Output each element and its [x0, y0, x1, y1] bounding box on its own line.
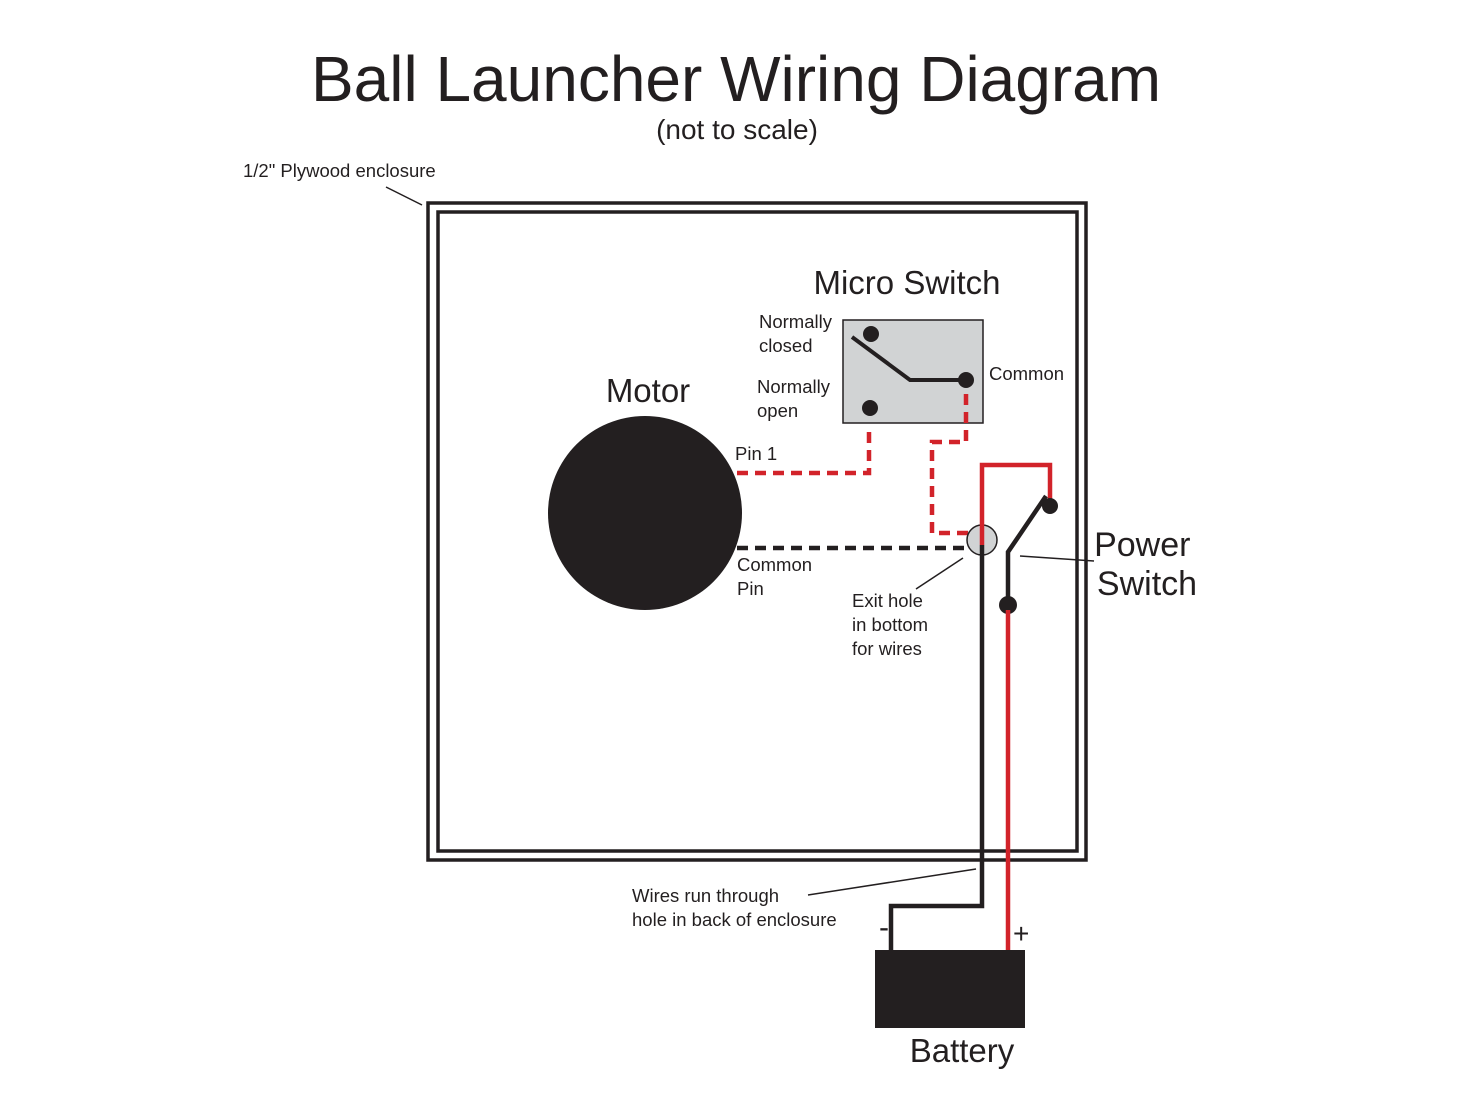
common-pin-label: Common Pin: [737, 554, 817, 599]
wires-run-leader: [807, 868, 977, 896]
enclosure-inner-wall: [436, 210, 1079, 853]
pin1-label: Pin 1: [735, 443, 777, 464]
enclosure-outer-wall: [426, 201, 1088, 862]
battery-plus-label: +: [1013, 918, 1029, 949]
normally-closed-label: Normally closed: [759, 311, 837, 356]
common-terminal: [958, 372, 974, 388]
battery: [875, 950, 1025, 1028]
battery-minus-label: -: [879, 911, 889, 944]
common-label: Common: [989, 363, 1064, 384]
normally-closed-terminal: [863, 326, 879, 342]
exit-hole-leader: [915, 557, 964, 590]
enclosure-leader: [385, 186, 423, 206]
power-switch: [999, 494, 1058, 614]
power-switch-leader: [1019, 555, 1095, 562]
micro-switch-label: Micro Switch: [813, 264, 1000, 301]
exit-hole-to-power-switch-wire: [979, 462, 1053, 545]
power-switch-label: Power Switch: [1094, 526, 1200, 603]
micro-switch-lever: [850, 335, 966, 382]
normally-open-label: Normally open: [757, 376, 835, 421]
common-to-exit-hole-wire: [929, 394, 983, 536]
pin1-to-normally-open-wire: [737, 431, 872, 476]
negative-lead: [888, 545, 985, 950]
diagram-title: Ball Launcher Wiring Diagram: [311, 43, 1161, 115]
power-switch-bottom-terminal: [999, 596, 1017, 614]
micro-switch: [842, 319, 984, 424]
wires-run-label: Wires run through hole in back of enclos…: [632, 885, 837, 930]
enclosure: [426, 201, 1088, 862]
power-switch-lever: [1005, 494, 1048, 603]
normally-open-terminal: [862, 400, 878, 416]
exit-hole-label: Exit hole in bottom for wires: [852, 590, 933, 659]
battery-label: Battery: [910, 1032, 1015, 1069]
power-switch-top-terminal: [1042, 498, 1058, 514]
enclosure-label: 1/2" Plywood enclosure: [243, 160, 436, 181]
motor-label: Motor: [606, 372, 690, 409]
diagram-subtitle: (not to scale): [656, 114, 818, 145]
motor: [548, 416, 742, 610]
